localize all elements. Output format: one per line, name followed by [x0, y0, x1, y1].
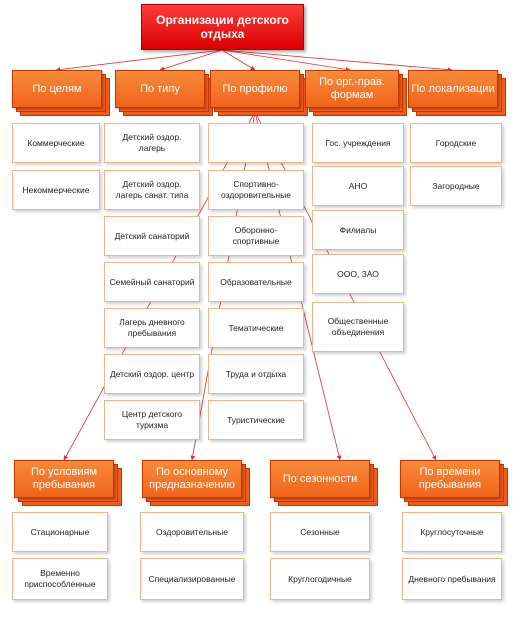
- item-year-round: Круглогодичные: [270, 558, 370, 600]
- category-label: По основному предназначению: [149, 466, 235, 491]
- category-label: По типу: [140, 82, 180, 95]
- item-type-6: Детский оздор. центр: [104, 354, 200, 394]
- category-goals: По целям: [12, 70, 110, 116]
- item-seasonal: Сезонные: [270, 512, 370, 552]
- item-legal-1: Гос. учреждения: [312, 123, 404, 163]
- category-profile: По профилю: [210, 70, 308, 116]
- arrow-root-to-top-3: [221, 49, 351, 72]
- category-location: По локализации: [408, 70, 506, 116]
- item-suburban: Загородные: [410, 166, 502, 206]
- item-legal-3: Филиалы: [312, 210, 404, 250]
- item-commercial: Коммерческие: [12, 123, 100, 163]
- item-type-4: Семейный санаторий: [104, 262, 200, 302]
- item-type-7: Центр детского туризма: [104, 400, 200, 440]
- category-label: По условиям пребывания: [30, 466, 98, 491]
- item-profile-6: Туристические: [208, 400, 304, 440]
- category-stay-time: По времени пребывания: [400, 460, 508, 506]
- item-urban: Городские: [410, 123, 502, 163]
- arrow-root-to-top-4: [221, 49, 453, 73]
- arrow-root-to-top-2: [221, 49, 256, 71]
- item-type-1: Детский оздор. лагерь: [104, 123, 200, 163]
- item-profile-2: Оборонно-спортивные: [208, 216, 304, 256]
- category-label: По целям: [32, 82, 82, 95]
- category-label: По времени пребывания: [418, 466, 482, 491]
- item-type-5: Лагерь дневного пребывания: [104, 308, 200, 348]
- category-conditions: По условиям пребывания: [14, 460, 122, 506]
- item-profile-4: Тематические: [208, 308, 304, 348]
- item-legal-2: АНО: [312, 166, 404, 206]
- root-node: Организации детского отдыха: [141, 4, 304, 50]
- category-label: По профилю: [222, 82, 288, 95]
- category-purpose: По основному предназначению: [142, 460, 250, 506]
- item-stationary: Стационарные: [12, 512, 108, 552]
- item-24h: Круглосуточные: [402, 512, 502, 552]
- item-legal-5: Общественные объединения: [312, 302, 404, 352]
- arrow-root-to-top-1: [159, 49, 223, 71]
- item-daytime: Дневного пребывания: [402, 558, 502, 600]
- item-legal-4: ООО, ЗАО: [312, 254, 404, 294]
- item-type-3: Детский санаторий: [104, 216, 200, 256]
- item-temporary: Временно приспособленные: [12, 558, 108, 600]
- item-profile-1: Спортивно-оздоровительные: [208, 170, 304, 210]
- item-profile-empty: [208, 123, 304, 163]
- item-type-2: Детский оздор. лагерь санат. типа: [104, 170, 200, 210]
- category-type: По типу: [115, 70, 213, 116]
- category-label: По локализации: [411, 82, 495, 95]
- category-label: По сезонности: [282, 472, 358, 485]
- item-noncommercial: Некоммерческие: [12, 170, 100, 210]
- arrow-root-to-top-0: [55, 49, 223, 72]
- category-label: По орг.-прав. формам: [319, 76, 385, 101]
- category-seasonality: По сезонности: [270, 460, 378, 506]
- item-health: Оздоровительные: [140, 512, 244, 552]
- item-profile-3: Образовательные: [208, 262, 304, 302]
- item-specialized: Специализированные: [140, 558, 244, 600]
- category-legal-form: По орг.-прав. формам: [305, 70, 407, 116]
- item-profile-5: Труда и отдыха: [208, 354, 304, 394]
- root-title: Организации детского отдыха: [156, 13, 289, 41]
